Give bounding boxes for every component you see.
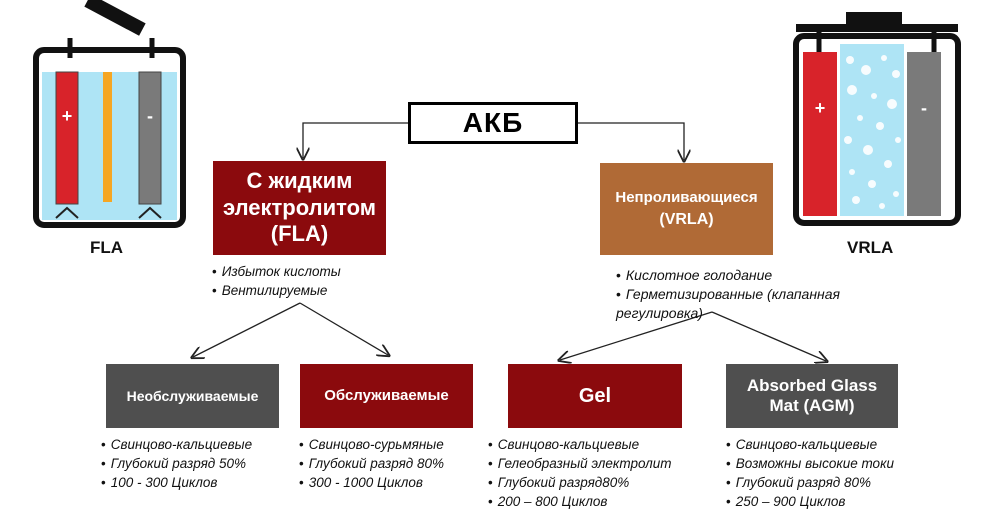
fla-title-line: электролитом (222, 194, 377, 220)
vrla-glass-mat (840, 44, 904, 216)
vrla-minus-plate (907, 52, 941, 216)
fla-title-line: (FLA) (270, 221, 329, 247)
list-item-text: Герметизированные (клапанная (625, 286, 840, 302)
leaf-title: Обслуживаемые (324, 387, 449, 404)
root-title: АКБ (462, 107, 524, 139)
leaf2-bullet-list: Свинцово-сурьмяные Глубокий разряд 80% 3… (299, 435, 444, 492)
connector-fla-leaf1 (193, 302, 301, 357)
list-item-text: регулировка) (616, 305, 703, 321)
list-item: Возможны высокие токи (726, 454, 894, 473)
list-item: Свинцово-сурьмяные (299, 435, 444, 454)
list-item: Свинцово-кальциевые (488, 435, 672, 454)
fla-battery-label: FLA (90, 238, 124, 257)
list-item: Свинцово-кальциевые (726, 435, 894, 454)
list-item: Глубокий разряд80% (488, 473, 672, 492)
leaf-title: Absorbed Glass (746, 375, 878, 395)
list-item: 300 - 1000 Циклов (299, 473, 444, 492)
vrla-battery-illustration: + - (793, 12, 961, 226)
fla-plus-sign: + (62, 106, 73, 126)
leaf-title: Mat (AGM) (769, 396, 855, 415)
leaf-node-serviceable: Обслуживаемые (300, 364, 473, 428)
leaf-node-gel: Gel (508, 364, 682, 428)
list-item: Глубокий разряд 80% (299, 454, 444, 473)
connector-fla-leaf2 (299, 302, 388, 355)
vrla-bullet-list: Кислотное голодание Герметизированные (к… (616, 266, 916, 323)
list-item: Гелеобразный электролит (488, 454, 672, 473)
vrla-battery-label: VRLA (847, 238, 894, 257)
vrla-plus-plate (803, 52, 837, 216)
fla-plus-plate (55, 71, 79, 205)
fla-battery-illustration: + - (33, 0, 186, 228)
list-item: 100 - 300 Циклов (101, 473, 252, 492)
fla-minus-plate (138, 71, 162, 205)
vrla-minus-sign: - (921, 98, 927, 118)
connector-root-vrla (578, 122, 684, 160)
list-item: 250 – 900 Циклов (726, 492, 894, 511)
fla-title-line: С жидким (246, 168, 353, 194)
list-item: Кислотное голодание (616, 266, 916, 285)
root-node-akb: АКБ (408, 102, 578, 144)
leaf-title: Gel (578, 385, 612, 407)
fla-node: С жидким электролитом (FLA) (213, 161, 386, 255)
fla-bullet-list: Избыток кислоты Вентилируемые (212, 262, 341, 300)
vrla-title-line: (VRLA) (659, 211, 714, 229)
leaf1-bullet-list: Свинцово-кальциевые Глубокий разряд 50% … (101, 435, 252, 492)
leaf4-bullet-list: Свинцово-кальциевые Возможны высокие ток… (726, 435, 894, 511)
list-item: Глубокий разряд 50% (101, 454, 252, 473)
list-item: Вентилируемые (212, 281, 341, 300)
leaf-node-maintenance-free: Необслуживаемые (106, 364, 279, 428)
vrla-node: Непроливающиеся (VRLA) (600, 163, 773, 255)
leaf-node-agm: Absorbed Glass Mat (AGM) (726, 364, 898, 428)
fla-minus-sign: - (147, 106, 153, 126)
list-item: Свинцово-кальциевые (101, 435, 252, 454)
leaf3-bullet-list: Свинцово-кальциевые Гелеобразный электро… (488, 435, 672, 511)
list-item: Герметизированные (клапанная регулировка) (616, 285, 916, 323)
list-item: Глубокий разряд 80% (726, 473, 894, 492)
fla-separator (103, 72, 112, 202)
list-item: Избыток кислоты (212, 262, 341, 281)
list-item: 200 – 800 Циклов (488, 492, 672, 511)
vrla-plus-sign: + (815, 98, 826, 118)
vrla-title-line: Непроливающиеся (615, 188, 758, 206)
connector-root-fla (303, 122, 408, 158)
leaf-title: Необслуживаемые (126, 387, 259, 404)
